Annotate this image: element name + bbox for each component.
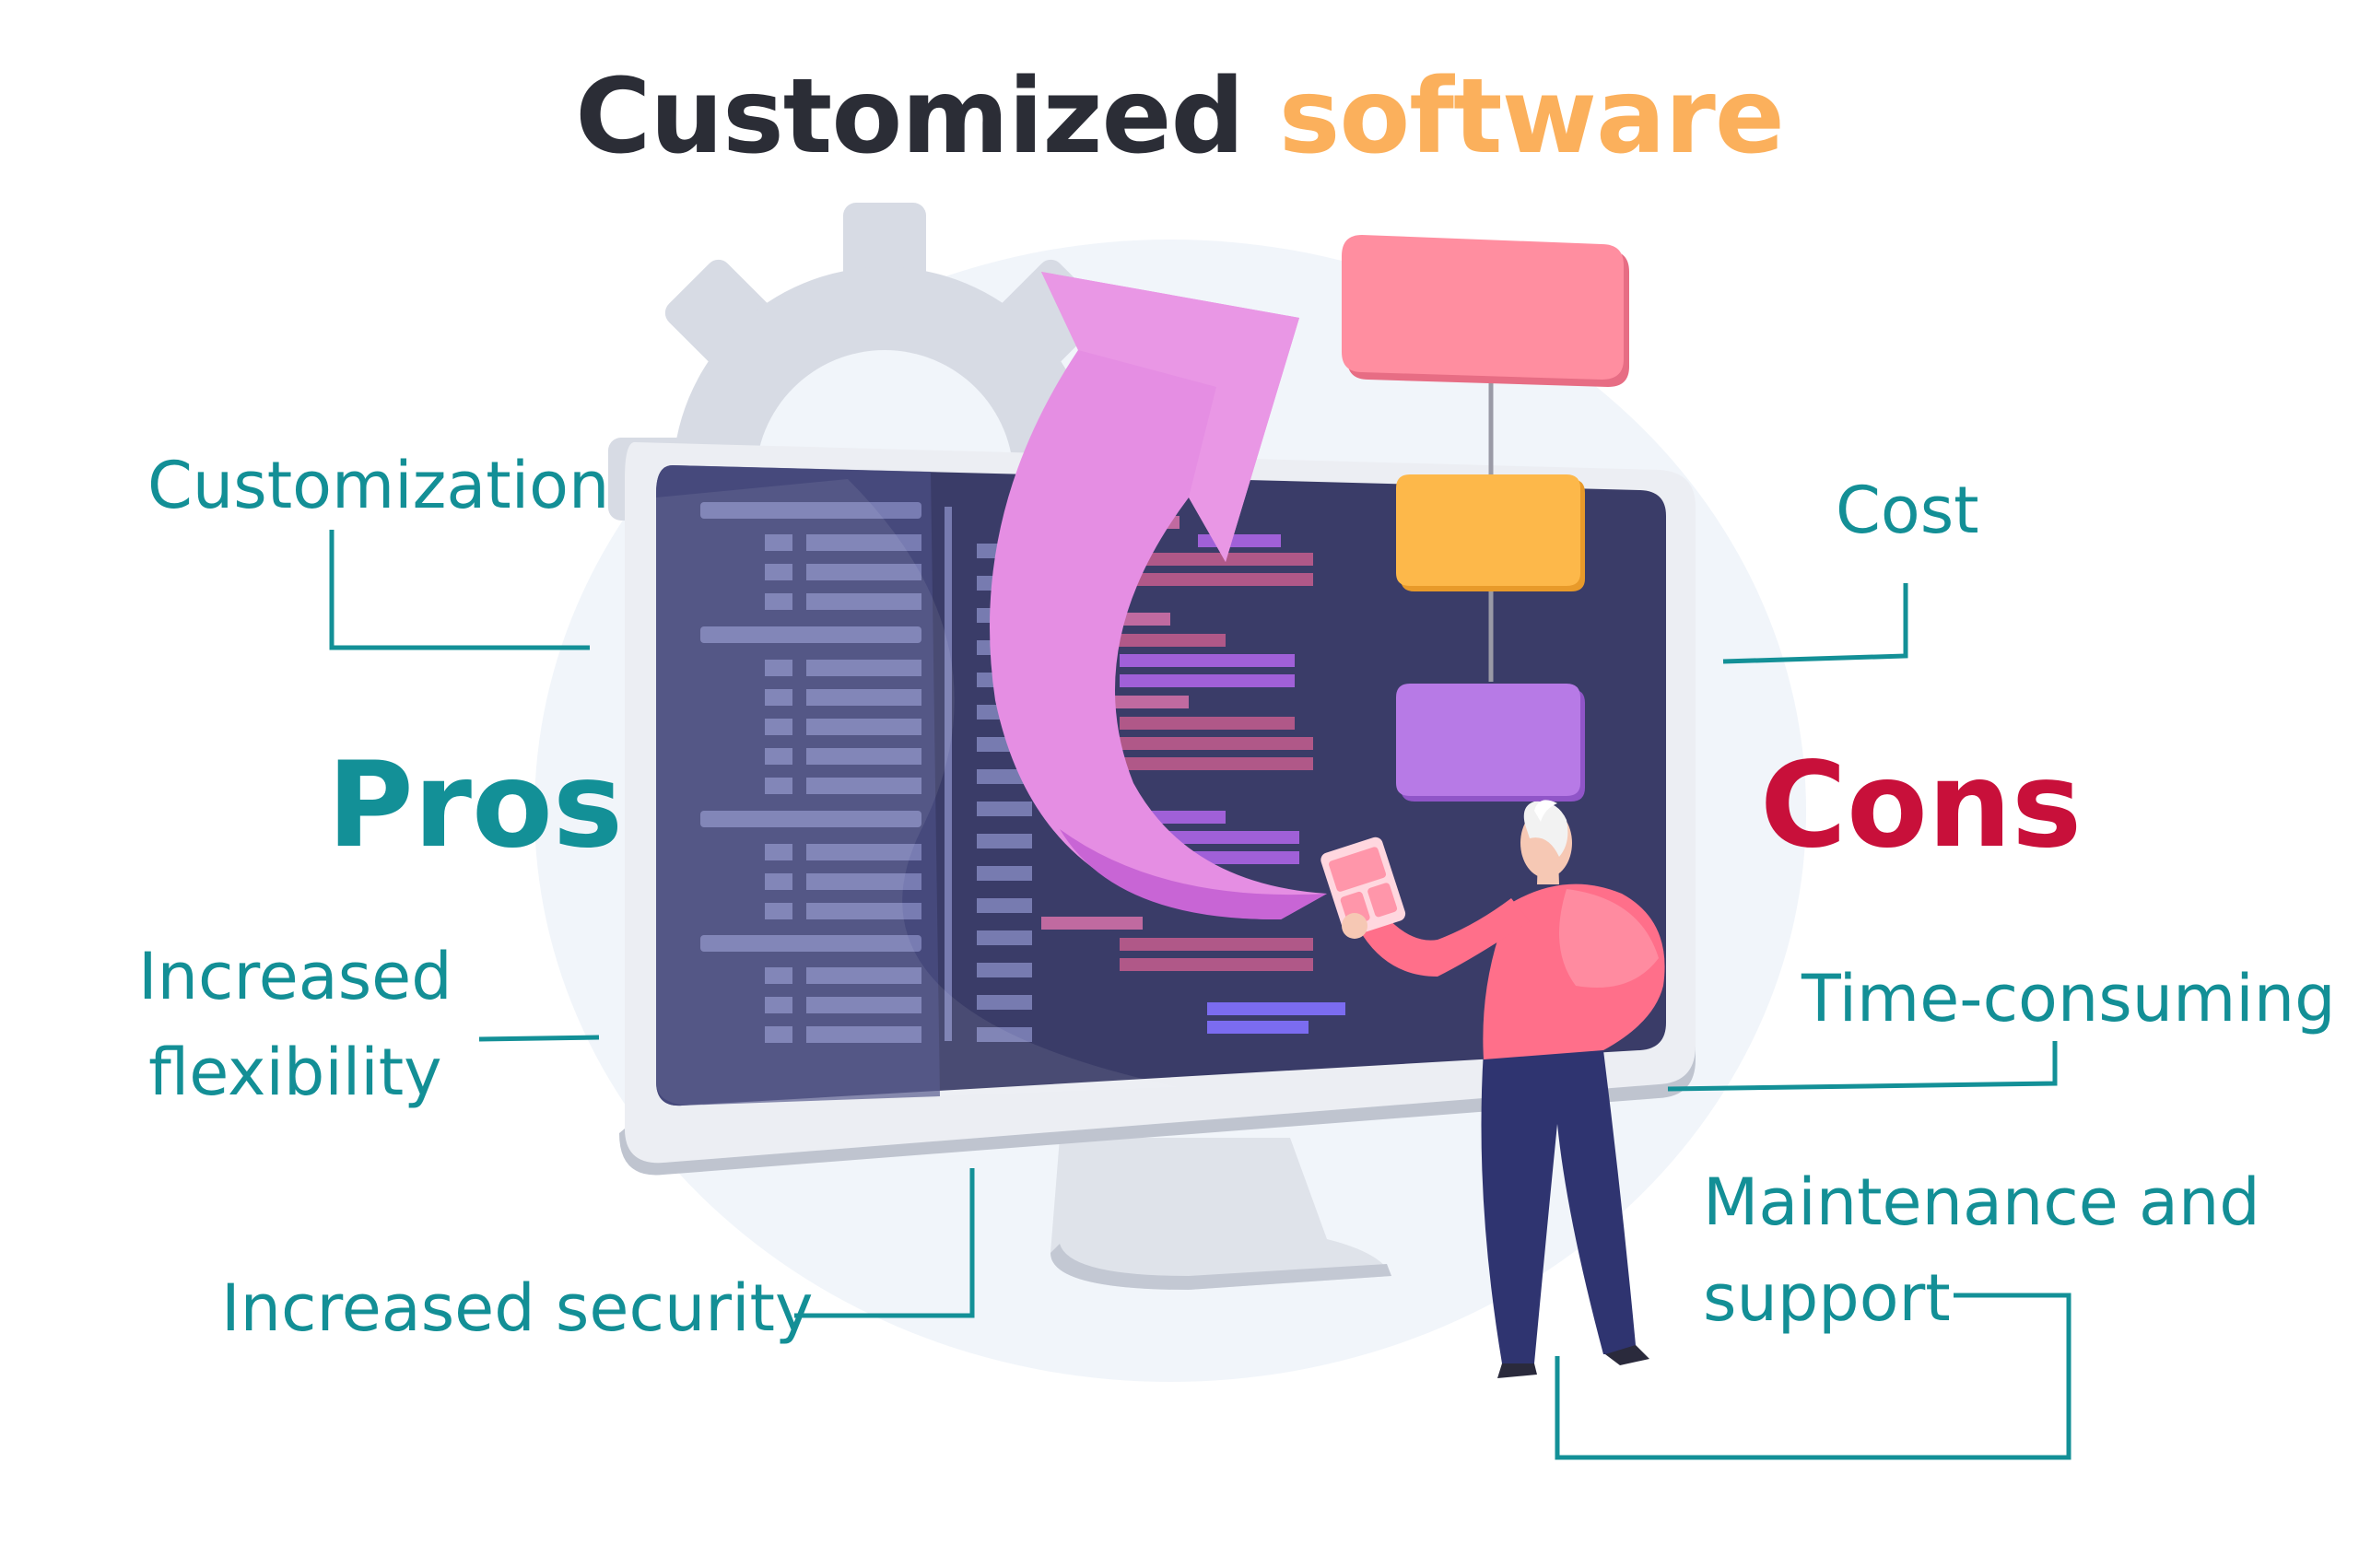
con-label-cost: Cost [1836,462,1979,558]
pro-label-security: Increased security [221,1260,813,1356]
arrow-icon [990,272,1327,920]
connector-maintenance [1555,1293,2071,1460]
flowchart-icon [1342,235,1629,802]
con-label-maintenance-line1: Maintenance and [1703,1164,2260,1240]
page-title: Customized software [0,57,2359,177]
title-part-software: software [1278,57,1785,177]
pro-label-flexibility-line1: Increased [138,939,452,1014]
connector-lines [329,530,2071,1460]
monitor-icon [619,441,1696,1290]
pro-label-flexibility-line2: flexibility [148,1035,442,1110]
cons-heading: Cons [1760,737,2083,874]
pro-label-customization-text: Customization [147,448,610,523]
pro-label-customization: Customization [147,438,609,533]
pro-label-flexibility: Increased flexibility [138,929,452,1120]
connector-time [1667,1041,2058,1092]
title-part-customized: Customized [575,57,1244,177]
pros-heading: Pros [327,737,624,874]
con-label-maintenance-line2: support [1703,1260,1951,1336]
con-label-cost-text: Cost [1836,473,1979,548]
connector-customization [329,530,590,650]
connector-cost [1722,583,1908,664]
con-label-time-consuming-text: Time-consuming [1802,961,2336,1036]
person-icon [1320,800,1665,1378]
pro-label-security-text: Increased security [221,1270,814,1346]
con-label-time-consuming: Time-consuming [1802,951,2336,1047]
connector-security [794,1168,975,1318]
connector-flexibility [478,1035,600,1042]
con-label-maintenance: Maintenance and support [1703,1154,2260,1346]
